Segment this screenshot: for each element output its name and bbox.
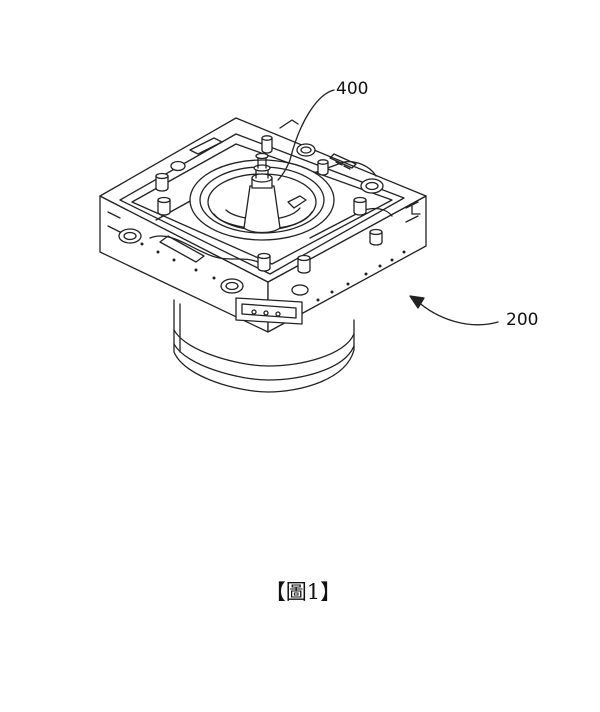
part-label-400: 400 (336, 79, 369, 99)
mounting-holes (118, 143, 384, 296)
figure-caption-text: 【圖1】 (264, 580, 342, 604)
spindle (243, 152, 307, 234)
arrow-head-200 (409, 295, 425, 309)
side-holes (140, 242, 406, 302)
part-label-200: 200 (506, 310, 539, 330)
fittings (155, 119, 421, 274)
figure-caption: 【圖1】 (0, 576, 600, 606)
cylinder-housing (173, 299, 355, 393)
arrow-200 (415, 299, 499, 326)
leader-line-400 (277, 89, 335, 181)
